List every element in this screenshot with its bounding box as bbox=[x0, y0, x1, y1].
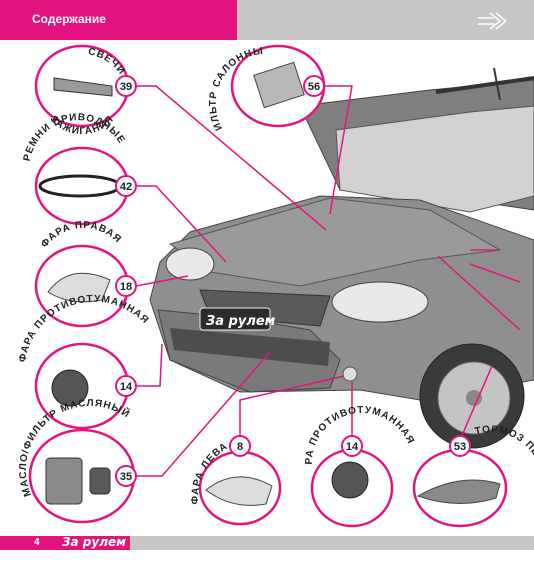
next-page-arrow-icon[interactable] bbox=[476, 10, 506, 32]
page-title: Содержание bbox=[32, 12, 106, 26]
badge-14-left[interactable]: 14 bbox=[115, 375, 137, 397]
badge-53[interactable]: 53 bbox=[449, 435, 471, 457]
badge-35[interactable]: 35 bbox=[115, 465, 137, 487]
badge-14-right[interactable]: 14 bbox=[341, 435, 363, 457]
svg-text:35: 35 bbox=[120, 471, 132, 483]
badge-42[interactable]: 42 bbox=[115, 175, 137, 197]
svg-text:14: 14 bbox=[120, 381, 133, 393]
badge-18[interactable]: 18 bbox=[115, 275, 137, 297]
svg-text:14: 14 bbox=[346, 441, 359, 453]
badge-56[interactable]: 56 bbox=[303, 75, 325, 97]
label-cabin-filter: ФИЛЬТР САЛОННЫЙ bbox=[0, 0, 265, 132]
car-plate-logo: За рулем bbox=[206, 314, 276, 329]
svg-text:53: 53 bbox=[454, 441, 466, 453]
callout-numbers: 39 56 42 18 14 35 8 14 bbox=[115, 75, 471, 487]
svg-text:39: 39 bbox=[120, 81, 132, 93]
page-number: 4 bbox=[34, 537, 40, 548]
svg-text:18: 18 bbox=[120, 281, 132, 293]
header-gray-band bbox=[237, 0, 534, 40]
part-thumbnails bbox=[38, 61, 501, 506]
svg-text:56: 56 bbox=[308, 81, 320, 93]
leader-lines bbox=[135, 85, 521, 477]
header-bar bbox=[0, 0, 237, 40]
svg-text:42: 42 bbox=[120, 181, 132, 193]
car-illustration: За рулем bbox=[149, 67, 534, 449]
badge-8[interactable]: 8 bbox=[229, 435, 251, 457]
badge-39[interactable]: 39 bbox=[115, 75, 137, 97]
footer-pink-band bbox=[0, 536, 130, 550]
footer-gray-band bbox=[0, 536, 534, 550]
brand-logo: За рулем bbox=[62, 535, 126, 549]
svg-text:8: 8 bbox=[237, 441, 243, 453]
